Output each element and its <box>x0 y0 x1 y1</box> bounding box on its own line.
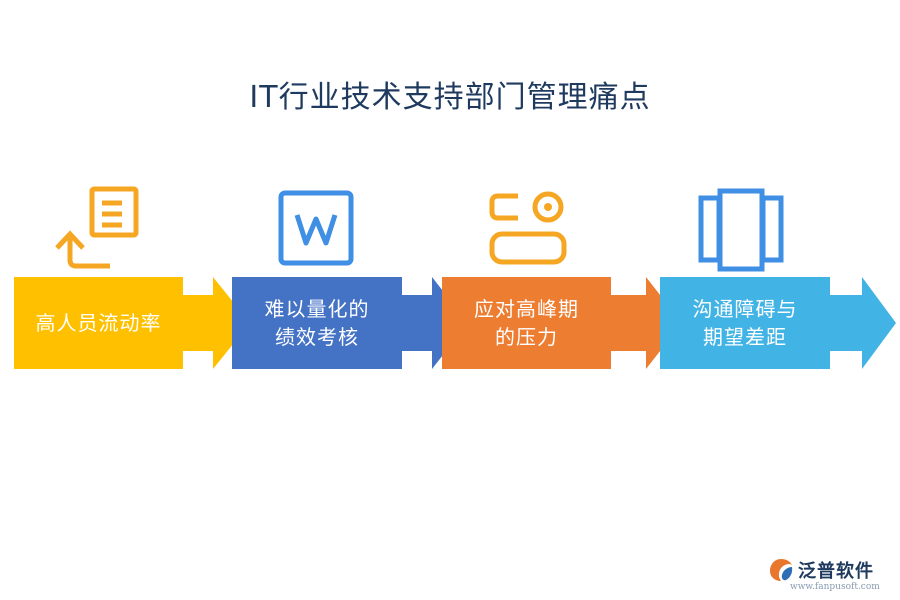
word-document-icon <box>278 190 354 266</box>
brand-name: 泛普软件 <box>798 561 874 582</box>
step-2-box <box>232 277 468 369</box>
brand-url: www.fanpusoft.com <box>790 582 880 592</box>
step-3-label: 应对高峰期 的压力 <box>474 297 579 349</box>
panels-icon <box>698 188 784 272</box>
step-1: 高人员流动率 <box>14 277 250 369</box>
step-1-label: 高人员流动率 <box>35 311 162 335</box>
step-3: 应对高峰期 的压力 <box>442 277 682 369</box>
return-document-icon <box>55 186 139 269</box>
step-4-box <box>660 277 896 369</box>
step-2-label: 难以量化的 绩效考核 <box>264 297 370 349</box>
step-1-box <box>14 277 250 369</box>
step-4-label: 沟通障碍与 期望差距 <box>692 297 798 349</box>
step-2: 难以量化的 绩效考核 <box>232 277 468 369</box>
brand-mark-icon <box>770 559 793 581</box>
brand-logo: 泛普软件 <box>768 555 874 585</box>
step-4: 沟通障碍与 期望差距 <box>660 277 896 369</box>
diagram-title: IT行业技术支持部门管理痛点 <box>249 80 651 115</box>
step-3-box <box>442 277 682 369</box>
toggle-switch-icon <box>489 191 567 265</box>
